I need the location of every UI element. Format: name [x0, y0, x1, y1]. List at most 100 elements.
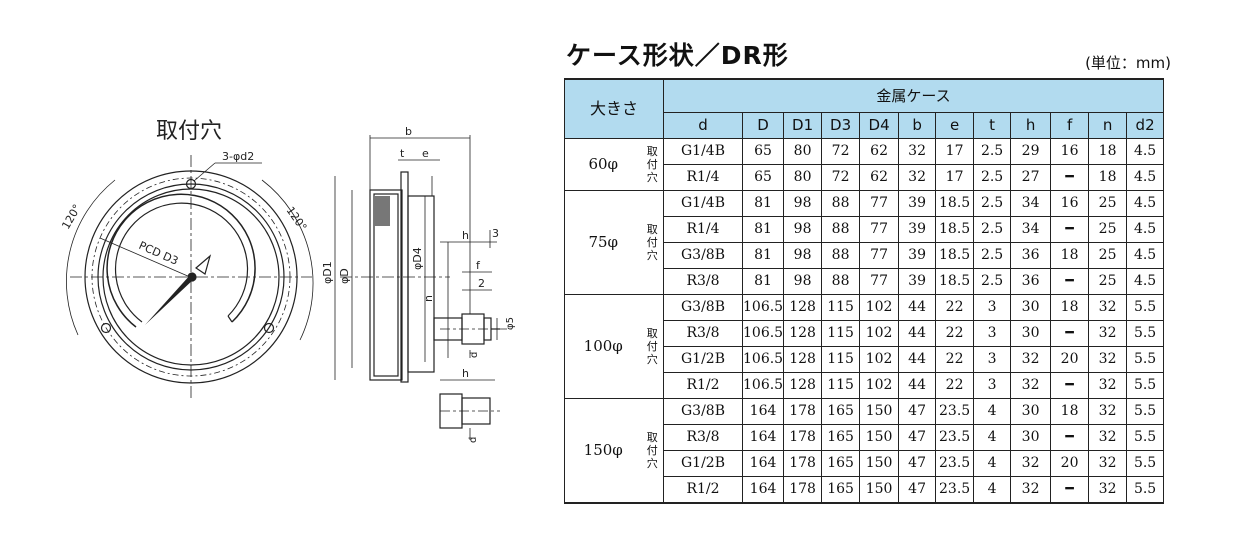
table-cell: 18: [1050, 242, 1090, 269]
table-cell: 98: [783, 242, 823, 269]
table-cell: 17: [935, 164, 975, 191]
table-cell: 32: [1010, 450, 1052, 477]
table-cell: 80: [783, 138, 823, 165]
mount-hole-char: 穴: [646, 457, 658, 470]
table-cell: 102: [859, 346, 900, 373]
page-title: ケース形状／DR形: [566, 41, 789, 70]
table-cell: 128: [783, 372, 823, 399]
column-header: d: [663, 112, 743, 139]
size-header: 大きさ: [564, 78, 664, 139]
table-cell: 106.5: [741, 372, 785, 399]
table-cell: 32: [1088, 372, 1128, 399]
table-cell: 2.5: [973, 242, 1012, 269]
column-header: D3: [821, 112, 861, 139]
mount-hole-char: 付: [646, 340, 658, 353]
table-cell: R1/2: [663, 372, 743, 399]
table-cell: ━: [1050, 320, 1090, 347]
column-header: h: [1010, 112, 1052, 139]
gauge-needle: [145, 274, 195, 325]
table-cell: 25: [1088, 216, 1128, 243]
table-cell: 5.5: [1126, 424, 1165, 451]
table-cell: ━: [1050, 372, 1090, 399]
table-cell: 30: [1010, 398, 1052, 425]
table-cell: 18: [1050, 294, 1090, 321]
technical-drawing: 取付穴 3-φd2 PCD D3 120° 120° b t e h 3 f 2…: [59, 119, 516, 443]
table-cell: 102: [859, 372, 900, 399]
mount-hole-char: 取: [646, 327, 658, 340]
table-cell: 115: [821, 320, 861, 347]
mount-hole-label: 取付穴: [641, 294, 664, 399]
label-angle-right: 120°: [284, 204, 310, 233]
table-cell: 128: [783, 294, 823, 321]
column-header: D4: [859, 112, 900, 139]
column-header: b: [898, 112, 937, 139]
table-cell: 77: [859, 268, 900, 295]
label-t: t: [400, 147, 405, 160]
label-3: 3: [492, 227, 499, 240]
label-h-lower: h: [462, 367, 469, 380]
mount-hole-char: 穴: [646, 171, 658, 184]
table-cell: 4: [973, 424, 1012, 451]
table-cell: 39: [898, 268, 937, 295]
mount-hole-char: 取: [646, 431, 658, 444]
label-d: d: [469, 352, 480, 358]
table-cell: 39: [898, 216, 937, 243]
table-cell: 77: [859, 216, 900, 243]
size-cell: 100φ: [564, 294, 642, 399]
table-cell: 27: [1010, 164, 1052, 191]
table-cell: 32: [1088, 398, 1128, 425]
table-cell: 150: [859, 424, 900, 451]
table-cell: 115: [821, 372, 861, 399]
table-cell: 88: [821, 190, 861, 217]
table-cell: 5.5: [1126, 294, 1165, 321]
table-cell: 32: [1088, 424, 1128, 451]
table-cell: 2.5: [973, 138, 1012, 165]
table-cell: 72: [821, 138, 861, 165]
table-cell: 164: [741, 398, 785, 425]
mount-hole-right: [263, 322, 275, 334]
table-cell: G3/8B: [663, 398, 743, 425]
dial-scale-arc-inner: [114, 202, 249, 323]
table-cell: 5.5: [1126, 346, 1165, 373]
table-cell: 98: [783, 216, 823, 243]
table-cell: 20: [1050, 346, 1090, 373]
table-cell: 32: [1088, 450, 1128, 477]
table-cell: 165: [821, 450, 861, 477]
mount-hole-label: 取付穴: [641, 190, 664, 295]
size-cell: 75φ: [564, 190, 642, 295]
label-2: 2: [478, 277, 485, 290]
table-cell: R1/4: [663, 216, 743, 243]
table-cell: 32: [1010, 372, 1052, 399]
unit-label: (単位：mm): [1085, 54, 1171, 72]
table-cell: 165: [821, 398, 861, 425]
table-cell: 44: [898, 372, 937, 399]
mount-hole-char: 穴: [646, 249, 658, 262]
label-phiD: φD: [338, 268, 351, 284]
table-cell: 22: [935, 372, 975, 399]
table-cell: 30: [1010, 320, 1052, 347]
table-cell: 20: [1050, 450, 1090, 477]
table-cell: 98: [783, 190, 823, 217]
table-cell: 25: [1088, 268, 1128, 295]
table-cell: 3: [973, 320, 1012, 347]
table-cell: 23.5: [935, 424, 975, 451]
table-cell: 32: [1088, 346, 1128, 373]
table-cell: G1/2B: [663, 346, 743, 373]
table-cell: 128: [783, 320, 823, 347]
column-header: d2: [1126, 112, 1165, 139]
table-cell: 88: [821, 242, 861, 269]
table-cell: R3/8: [663, 268, 743, 295]
table-cell: 62: [859, 164, 900, 191]
table-cell: R3/8: [663, 320, 743, 347]
table-cell: 18.5: [935, 242, 975, 269]
table-cell: 3: [973, 294, 1012, 321]
table-cell: 72: [821, 164, 861, 191]
table-cell: ━: [1050, 268, 1090, 295]
table-cell: 5.5: [1126, 476, 1165, 504]
label-f: f: [476, 259, 481, 272]
